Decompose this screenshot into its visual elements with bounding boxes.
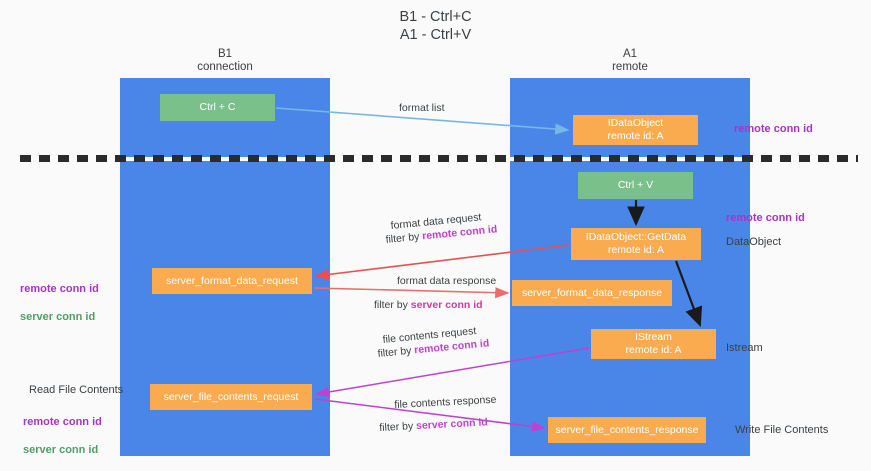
annotation-right-remote-conn-id-2: remote conn id — [726, 212, 805, 224]
node-server-format-data-response[interactable]: server_format_data_response — [512, 280, 672, 306]
filter-prefix: filter by — [385, 230, 423, 246]
node-server-file-contents-request[interactable]: server_file_contents_request — [150, 384, 312, 410]
node-istream[interactable]: IStream remote id: A — [591, 329, 716, 359]
annotation-right-write-file-contents: Write File Contents — [735, 424, 829, 436]
annotation-remote-conn-id: remote conn id — [20, 283, 99, 295]
column-header-a1: A1 remote — [612, 48, 648, 73]
filter-key: server conn id — [415, 416, 489, 433]
node-server-file-contents-response[interactable]: server_file_contents_response — [548, 417, 706, 443]
lane-a1-lower — [510, 161, 750, 456]
lane-b1-lower — [120, 161, 330, 456]
node-idataobject-getdata[interactable]: IDataObject::GetData remote id: A — [571, 228, 701, 260]
filter-prefix: filter by — [379, 420, 417, 434]
trust-boundary-divider — [20, 155, 858, 162]
annotation-server-conn-id: server conn id — [20, 311, 96, 323]
annotation-right-dataobject: DataObject — [726, 236, 782, 248]
annotation-server-conn-id: server conn id — [23, 444, 99, 456]
filter-key: server conn id — [410, 299, 483, 311]
annotation-right-remote-conn-id-1: remote conn id — [734, 123, 813, 135]
edge-label-format-list: format list — [399, 102, 445, 114]
annotation-left-conn-ids-1: remote conn id server conn id — [20, 268, 99, 338]
annotation-left-read-file-contents: Read File Contents — [29, 384, 124, 396]
filter-prefix: filter by — [374, 299, 411, 311]
annotation-remote-conn-id: remote conn id — [23, 416, 102, 428]
annotation-right-istream: Istream — [726, 342, 763, 354]
edge-label-file-contents-response-filter: filter by server conn id — [379, 415, 488, 435]
annotation-left-conn-ids-2: remote conn id server conn id — [23, 401, 102, 471]
node-ctrl-v[interactable]: Ctrl + V — [578, 172, 693, 199]
filter-prefix: filter by — [377, 344, 415, 360]
node-ctrl-c[interactable]: Ctrl + C — [160, 94, 275, 121]
edge-label-format-data-response-filter: filter by server conn id — [374, 298, 483, 312]
node-server-format-data-request[interactable]: server_format_data_request — [152, 268, 312, 294]
edge-label-file-contents-response: file contents response — [394, 393, 497, 411]
page-title: B1 - Ctrl+C A1 - Ctrl+V — [399, 9, 472, 43]
node-idataobject[interactable]: IDataObject remote id: A — [573, 115, 698, 145]
column-header-b1: B1 connection — [197, 48, 253, 73]
edge-label-format-data-response: format data response — [397, 275, 497, 287]
